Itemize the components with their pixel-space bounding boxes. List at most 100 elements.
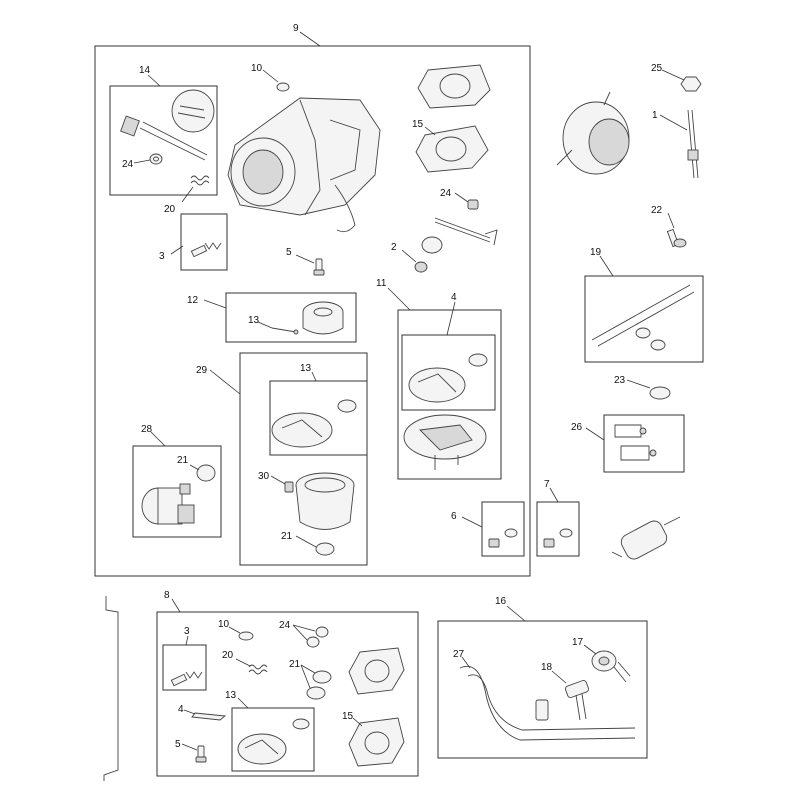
box-26 (603, 414, 685, 473)
throttle-shaft-assembly (120, 89, 215, 161)
callout-14: 14 (139, 65, 151, 76)
idle-screw-3-bottom (170, 671, 203, 687)
callout-8: 8 (164, 590, 170, 601)
callout-21-c: 21 (289, 659, 301, 670)
box-13-bottom (231, 707, 315, 772)
callout-10-b: 10 (218, 619, 230, 630)
callout-13-a: 4 (451, 292, 457, 303)
callout-12: 11 (376, 278, 387, 289)
screw-22 (666, 228, 687, 248)
callout-11: 12 (187, 295, 199, 306)
callout-13-c: 13 (225, 690, 237, 701)
fitting-18 (565, 679, 589, 721)
callout-4-b: 4 (178, 704, 184, 715)
callout-9: 9 (293, 23, 299, 34)
fuel-solenoid (141, 483, 195, 525)
gasket-bottom-upper (348, 647, 405, 695)
washers-24-bottom (306, 626, 329, 648)
washer-24-top (149, 153, 163, 165)
callout-16: 16 (495, 596, 507, 607)
callout-13-b: 13 (300, 363, 312, 374)
callout-19: 19 (590, 247, 602, 258)
kit-9-frame (94, 45, 531, 577)
gasket-kit-13-right (408, 353, 488, 403)
callout-28: 28 (141, 424, 153, 435)
callout-24-c: 24 (279, 620, 291, 631)
callout-17: 17 (572, 637, 584, 648)
washers-21-bottom (306, 670, 332, 700)
idle-screw-3 (190, 242, 222, 258)
gasket-15-bottom (348, 717, 405, 767)
callout-10-a: 10 (251, 63, 263, 74)
callout-2: 2 (391, 242, 397, 253)
screw-30 (284, 481, 294, 493)
callout-5-b: 5 (175, 739, 181, 750)
screw-5-top (313, 258, 325, 276)
fuel-line-19 (591, 284, 695, 351)
clamp-23 (649, 386, 671, 400)
callout-21-b: 21 (281, 531, 293, 542)
fuel-pump (556, 91, 630, 175)
screw-24-mid (467, 199, 479, 210)
fuel-filter (611, 516, 681, 560)
kit-8-frame (156, 611, 419, 777)
callout-30: 30 (258, 471, 270, 482)
carburetor-body (227, 97, 381, 233)
callout-15-b: 15 (342, 711, 354, 722)
float-11 (302, 301, 344, 335)
callout-26: 26 (571, 422, 583, 433)
stud-1 (687, 109, 699, 179)
washer-21-mid (315, 542, 335, 556)
callout-3-b: 3 (184, 626, 190, 637)
box-13-right (401, 334, 496, 411)
callout-22: 22 (651, 205, 663, 216)
box-28 (132, 445, 222, 538)
box-29 (239, 352, 368, 566)
spring-20-top (190, 175, 210, 186)
callout-23: 23 (614, 375, 626, 386)
box-11 (225, 292, 357, 343)
callout-24-b: 24 (440, 188, 452, 199)
box-12 (397, 309, 502, 480)
box-3-top (180, 213, 228, 271)
callout-25: 25 (651, 63, 663, 74)
callout-6: 6 (451, 511, 457, 522)
nut-25 (680, 76, 702, 92)
box-3-bottom (162, 644, 207, 691)
callout-4-a: 13 (248, 315, 260, 326)
spring-20-bottom (248, 664, 268, 675)
screw-5-bottom (195, 745, 207, 763)
callout-20-b: 20 (222, 650, 234, 661)
callout-20-a: 20 (164, 204, 176, 215)
callout-18: 18 (541, 662, 553, 673)
gasket-15 (415, 125, 489, 173)
box-7 (536, 501, 580, 557)
box-13-mid (269, 380, 368, 456)
screw-2 (414, 261, 428, 273)
choke-shaft (421, 217, 498, 254)
box-14 (109, 85, 218, 196)
box-6 (481, 501, 525, 557)
float-bowl (295, 472, 355, 530)
link-rod (103, 596, 119, 781)
valve-17 (591, 650, 631, 683)
washer-10 (276, 82, 290, 92)
washer-21-solenoid (196, 464, 216, 482)
washer-10-bottom (238, 631, 254, 641)
callout-1: 1 (652, 110, 658, 121)
clamps-26 (614, 424, 657, 461)
box-16 (437, 620, 648, 759)
callout-21-a: 21 (177, 455, 189, 466)
bowl-plate-12 (403, 414, 487, 470)
jet-7 (543, 528, 573, 548)
gasket-kit-13-bottom (237, 718, 310, 765)
callout-7: 7 (544, 479, 550, 490)
box-19 (584, 275, 704, 363)
callout-15-a: 15 (412, 119, 424, 130)
sleeve-fitting (535, 699, 549, 721)
callout-24-a: 24 (122, 159, 134, 170)
pin-4 (271, 327, 299, 335)
callout-27: 27 (453, 649, 465, 660)
callout-5-a: 5 (286, 247, 292, 258)
